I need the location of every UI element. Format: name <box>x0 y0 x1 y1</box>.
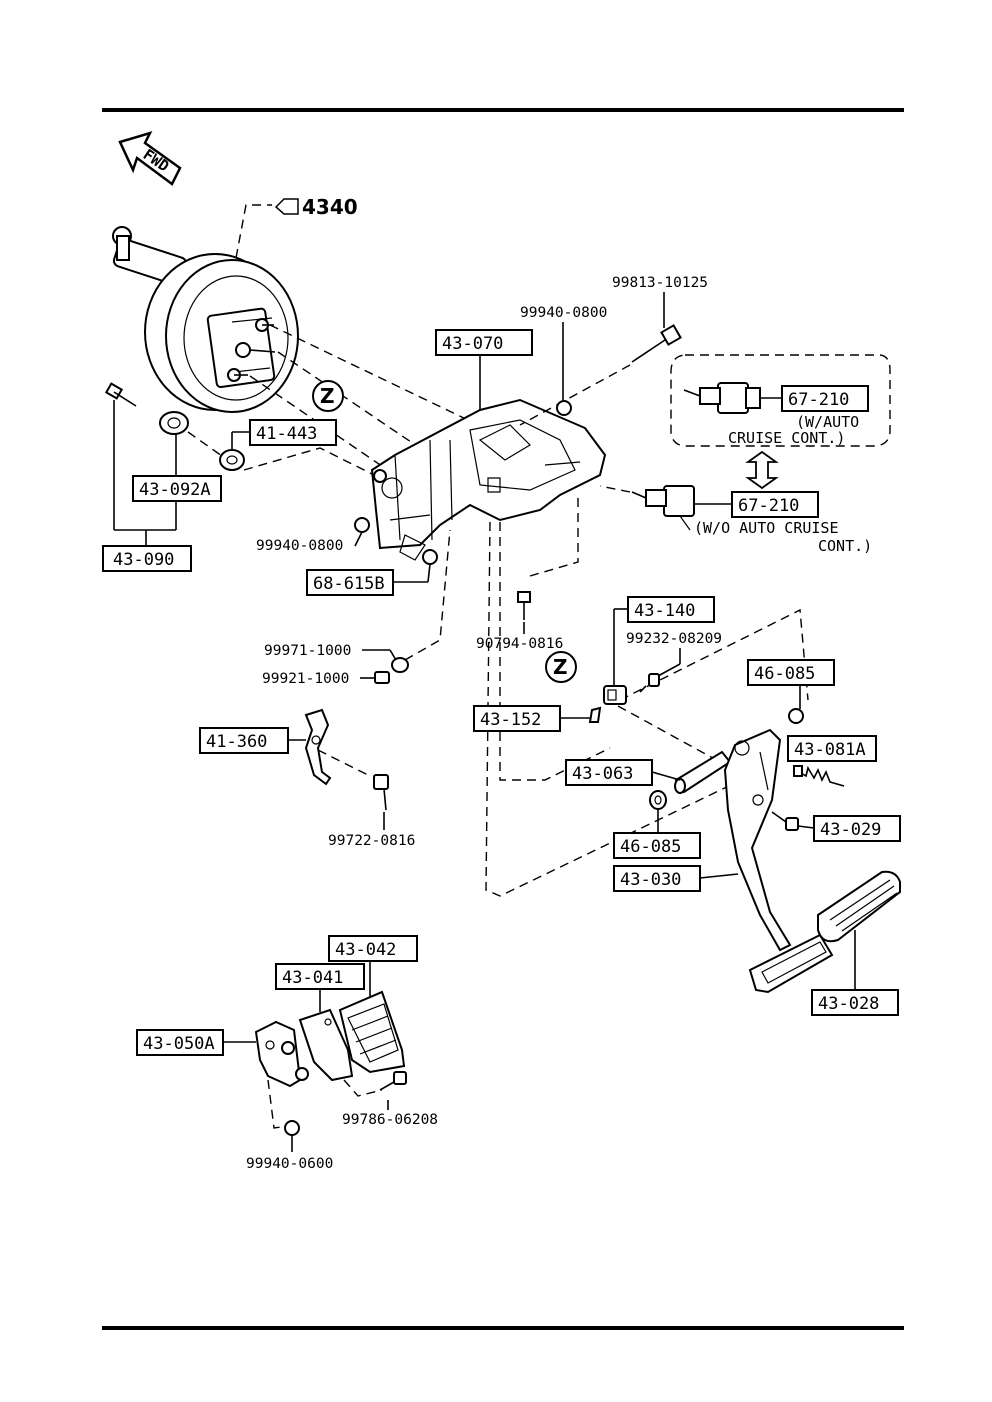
ref-arrow-icon <box>274 198 299 215</box>
guide-line <box>404 529 451 661</box>
bolt <box>379 1071 407 1091</box>
spacer <box>219 449 245 471</box>
guide-line <box>617 705 721 763</box>
brake-switch-standard <box>631 485 695 531</box>
part-box-43-070: 43-070 <box>442 334 503 354</box>
nut <box>284 1120 300 1136</box>
part-90794-0816: 90794-0816 <box>476 636 563 652</box>
part-box-67-210-standard: 67-210 <box>738 496 799 516</box>
zone-letter: Z <box>320 384 335 408</box>
part-box-43-152: 43-152 <box>480 710 541 730</box>
pin <box>588 706 602 723</box>
guide-line <box>599 485 631 493</box>
long-bolt <box>631 324 682 363</box>
fwd-arrow-icon: FWD <box>118 130 182 186</box>
bolt <box>771 811 799 831</box>
part-99921-1000: 99921-1000 <box>262 671 349 687</box>
part-99971-1000: 99971-1000 <box>264 643 351 659</box>
guide-line <box>269 324 469 421</box>
part-99940-0800-mid: 99940-0800 <box>256 538 343 554</box>
ref-number: 4340 <box>302 195 358 219</box>
nut <box>354 517 370 533</box>
pedal-plate <box>254 1020 309 1088</box>
part-99940-0800-top: 99940-0800 <box>520 305 607 321</box>
ref-leader <box>235 204 272 259</box>
note-noauto-2: CONT.) <box>818 537 872 555</box>
part-99813-10125: 99813-10125 <box>612 275 708 291</box>
part-box-67-210-auto: 67-210 <box>788 390 849 410</box>
swap-arrow-icon <box>745 450 779 490</box>
washer <box>391 657 409 673</box>
part-box-41-360: 41-360 <box>206 732 267 752</box>
part-box-43-050A: 43-050A <box>143 1034 215 1054</box>
part-99786-06208: 99786-06208 <box>342 1112 438 1128</box>
part-box-43-041: 43-041 <box>282 968 343 988</box>
zone-letter: Z <box>553 655 568 679</box>
part-99940-0600: 99940-0600 <box>246 1156 333 1172</box>
zone-marker <box>312 380 344 412</box>
guide-line <box>499 522 611 781</box>
part-box-41-443: 41-443 <box>256 424 317 444</box>
part-box-43-042: 43-042 <box>335 940 396 960</box>
bracket <box>304 708 332 786</box>
grommet <box>422 549 438 565</box>
auto-cruise-region <box>670 354 891 447</box>
guide-line <box>519 364 631 426</box>
bolt <box>104 382 137 407</box>
nut <box>374 671 390 684</box>
bushing <box>788 708 804 724</box>
note-auto-2: CRUISE CONT.) <box>728 429 845 447</box>
guide-line <box>243 447 381 479</box>
part-box-43-029: 43-029 <box>820 820 881 840</box>
zone-marker <box>545 651 577 683</box>
guide-line <box>343 1079 383 1097</box>
gasket <box>159 411 189 435</box>
part-box-68-615B: 68-615B <box>313 574 385 594</box>
part-box-43-092A: 43-092A <box>139 480 211 500</box>
bolt <box>639 673 660 693</box>
bolt <box>373 774 389 811</box>
note-noauto-1: (W/O AUTO CRUISE <box>694 519 839 537</box>
brake-pedal-arm <box>723 728 834 994</box>
pedal-plate <box>298 1008 354 1082</box>
shaft <box>674 750 732 794</box>
note-auto-1: (W/AUTO <box>796 413 859 431</box>
pedal-bracket <box>370 398 607 561</box>
bushing <box>649 790 667 810</box>
part-box-46-085-bottom: 46-085 <box>620 837 681 857</box>
pedal-rubber <box>338 990 406 1074</box>
guide-line <box>317 749 371 777</box>
brake-switch-auto <box>683 382 761 414</box>
return-spring <box>793 765 845 787</box>
guide-line <box>529 498 579 577</box>
part-box-43-090: 43-090 <box>113 550 174 570</box>
pedal-pad <box>817 870 901 943</box>
guide-line <box>267 1079 289 1129</box>
part-99232-08209: 99232-08209 <box>626 631 722 647</box>
part-box-43-028: 43-028 <box>818 994 879 1014</box>
part-box-43-140: 43-140 <box>634 601 695 621</box>
part-box-46-085-top: 46-085 <box>754 664 815 684</box>
part-box-43-081A: 43-081A <box>794 740 866 760</box>
guide-line <box>619 608 809 701</box>
bolt <box>517 591 531 620</box>
clip <box>603 685 627 705</box>
part-box-43-030: 43-030 <box>620 870 681 890</box>
part-99722-0816: 99722-0816 <box>328 833 415 849</box>
part-box-43-063: 43-063 <box>572 764 633 784</box>
nut <box>556 400 572 416</box>
guide-line <box>187 431 223 457</box>
brake-booster <box>112 226 299 413</box>
